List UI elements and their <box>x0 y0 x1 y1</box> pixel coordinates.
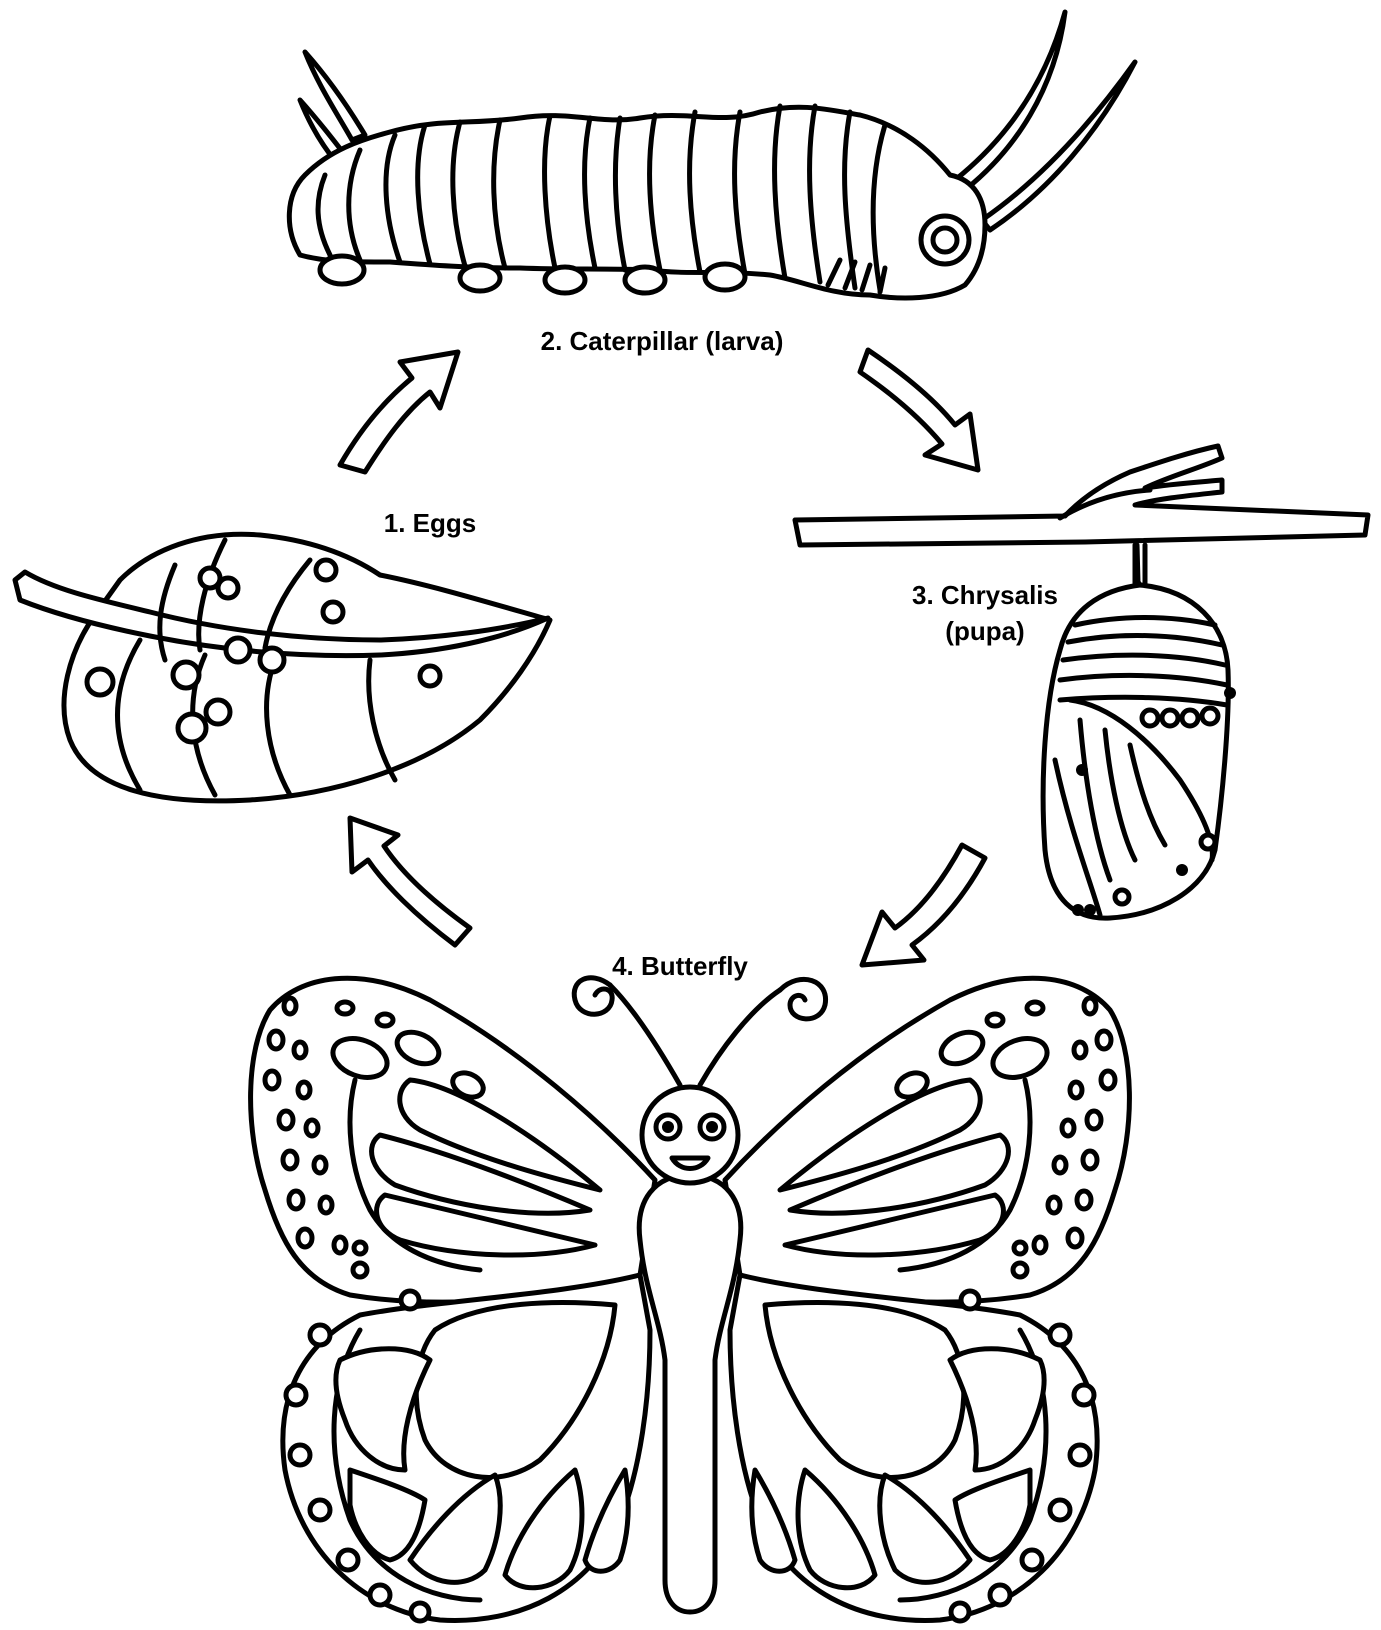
butterfly-label: 4. Butterfly <box>612 951 748 981</box>
leaf-with-eggs-icon <box>15 534 550 801</box>
caterpillar-label: 2. Caterpillar (larva) <box>541 326 784 356</box>
chrysalis-icon <box>795 446 1368 918</box>
caterpillar-icon <box>289 12 1135 298</box>
eggs-label: 1. Eggs <box>384 508 476 538</box>
chrysalis-label-line2: (pupa) <box>945 616 1024 646</box>
chrysalis-label-line1: 3. Chrysalis <box>912 580 1058 610</box>
butterfly-icon <box>251 978 1130 1621</box>
